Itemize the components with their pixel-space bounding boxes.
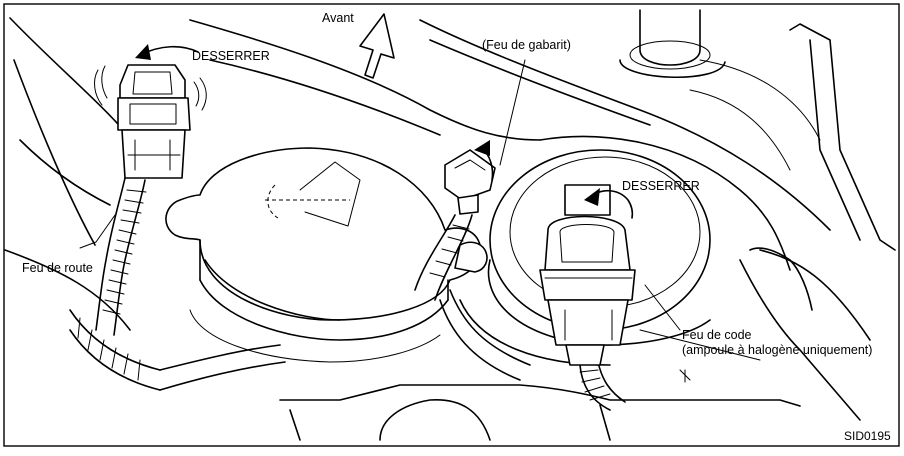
high-beam-wiring (69, 177, 286, 391)
label-figure-code: SID0195 (844, 429, 891, 443)
filler-neck (619, 9, 726, 78)
label-high-beam: Feu de route (22, 261, 93, 275)
figure-frame (3, 3, 900, 447)
label-low-beam-line2: (ampoule à halogène uniquement) (682, 343, 872, 357)
high-beam-dust-cover (165, 147, 482, 363)
label-clearance-light: (Feu de gabarit) (482, 38, 571, 52)
vehicle-body-outline (4, 17, 896, 441)
low-beam-connector (539, 184, 636, 366)
leader-lines (79, 59, 681, 331)
clearance-light-connector (414, 149, 496, 301)
low-beam-wiring (439, 289, 626, 411)
loosen-arrow-left (94, 44, 207, 111)
label-loosen-left: DESSERRER (192, 49, 270, 63)
label-avant: Avant (322, 11, 354, 25)
front-direction-arrow (359, 13, 395, 79)
label-low-beam-line1: Feu de code (682, 328, 752, 342)
high-beam-connector (117, 64, 191, 179)
loosen-arrow-right (584, 188, 634, 219)
loosen-arrow-clearance (474, 140, 494, 181)
label-loosen-right: DESSERRER (622, 179, 700, 193)
